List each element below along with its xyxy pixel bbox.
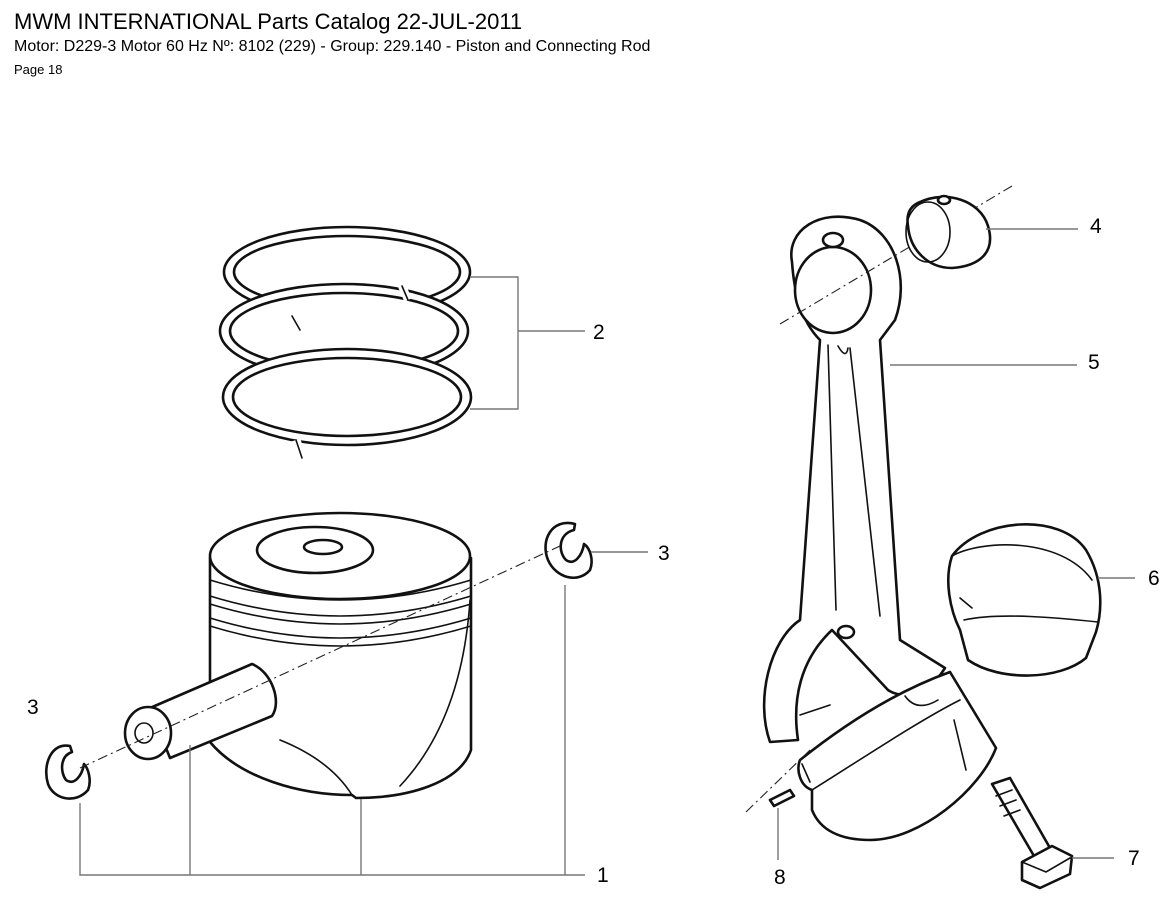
dowel-pin[interactable]: [768, 788, 796, 808]
circlip-right[interactable]: [544, 521, 593, 580]
big-end-bearing-shell[interactable]: [946, 523, 1102, 677]
catalog-title: MWM INTERNATIONAL Parts Catalog 22-JUL-2…: [14, 9, 523, 34]
callout-4: 4: [1090, 215, 1102, 238]
callout-1: 1: [597, 864, 609, 887]
callout-7: 7: [1128, 847, 1140, 870]
callout-6: 6: [1148, 567, 1160, 590]
small-end-bushing[interactable]: [905, 194, 992, 270]
piston-rings[interactable]: [218, 225, 473, 460]
callout-3-left: 3: [27, 696, 39, 719]
circlip-left[interactable]: [45, 744, 91, 800]
callout-8: 8: [774, 866, 786, 889]
callout-3-right: 3: [658, 542, 670, 565]
page-number: Page 18: [14, 62, 63, 77]
catalog-subtitle: Motor: D229-3 Motor 60 Hz Nº: 8102 (229)…: [14, 38, 651, 55]
piston[interactable]: [208, 511, 473, 800]
callout-2: 2: [593, 321, 605, 344]
piston-pin[interactable]: [123, 662, 278, 761]
connecting-rod[interactable]: [762, 215, 947, 744]
callout-5: 5: [1088, 351, 1100, 374]
connecting-rod-cap[interactable]: [797, 670, 998, 842]
rod-bolt[interactable]: [990, 776, 1074, 890]
catalog-header: MWM INTERNATIONAL Parts Catalog 22-JUL-2…: [14, 8, 650, 80]
